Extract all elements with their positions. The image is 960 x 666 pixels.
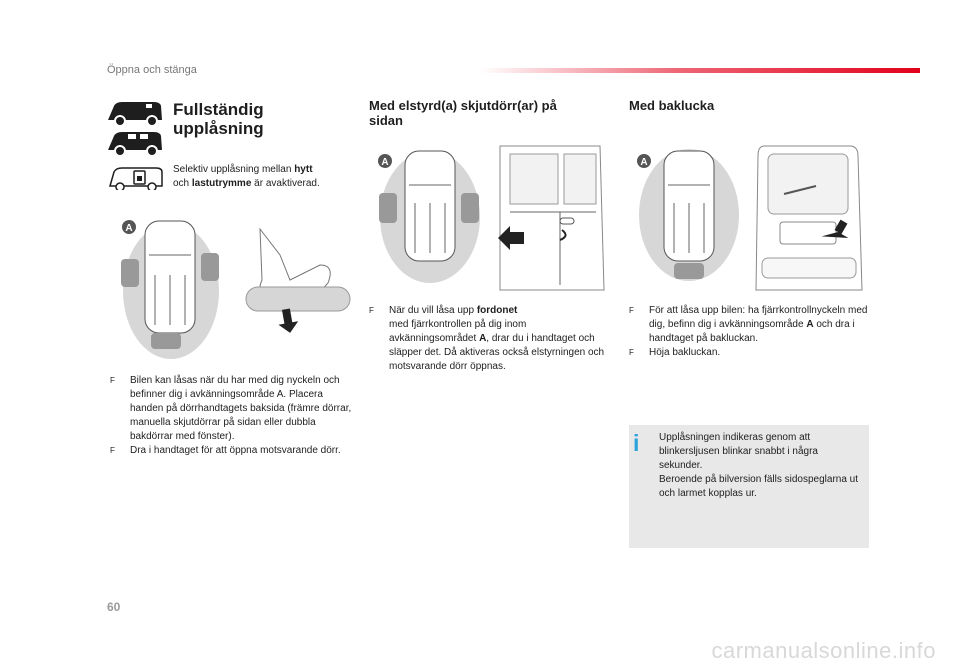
zone-a-label: A [381,157,388,168]
tailgate-illustration [755,145,863,291]
list-item: F Dra i handtaget för att öppna motsvara… [110,445,341,456]
header-rule [480,68,920,73]
col2-bullet: F När du vill låsa upp fordonet med fjär… [369,304,609,374]
section-title: Öppna och stänga [107,64,197,76]
van-icons [108,102,163,190]
col3-title: Med baklucka [629,98,715,113]
van-icon-long [108,132,162,157]
col1-detection-zone-illustration: A [121,220,219,359]
col2-title: Med elstyrd(a) skjutdörr(ar) på sidan [369,98,557,128]
info-box [629,425,869,548]
selective-unlock-text: Selektiv upplåsning mellan hytt och last… [173,164,320,189]
zone-a-label: A [125,223,132,234]
sliding-door-illustration [498,145,605,291]
list-item: F Höja bakluckan. [629,347,721,358]
list-item: F Bilen kan låsas när du har med dig nyc… [110,375,352,442]
info-icon: i [633,430,640,456]
watermark: carmanualsonline.info [711,638,936,663]
door-handle-hand-illustration [245,227,351,333]
van-icon-short [108,102,162,127]
col3-detection-zone-illustration: A [637,149,739,281]
col1-bullets: F Bilen kan låsas när du har med dig nyc… [110,374,355,458]
zone-a-label: A [640,157,647,168]
col1-title: Fullständig upplåsning [173,100,264,138]
col3-bullets: F För att låsa upp bilen: ha fjärrkontro… [629,304,869,360]
list-item: F För att låsa upp bilen: ha fjärrkontro… [629,305,868,344]
info-text: Upplåsningen indikeras genom att blinker… [659,432,859,499]
selective-unlock-icon [109,167,163,190]
page-number: 60 [107,600,121,614]
col2-detection-zone-illustration: A [378,150,480,283]
list-item: F När du vill låsa upp fordonet med fjär… [369,305,605,372]
